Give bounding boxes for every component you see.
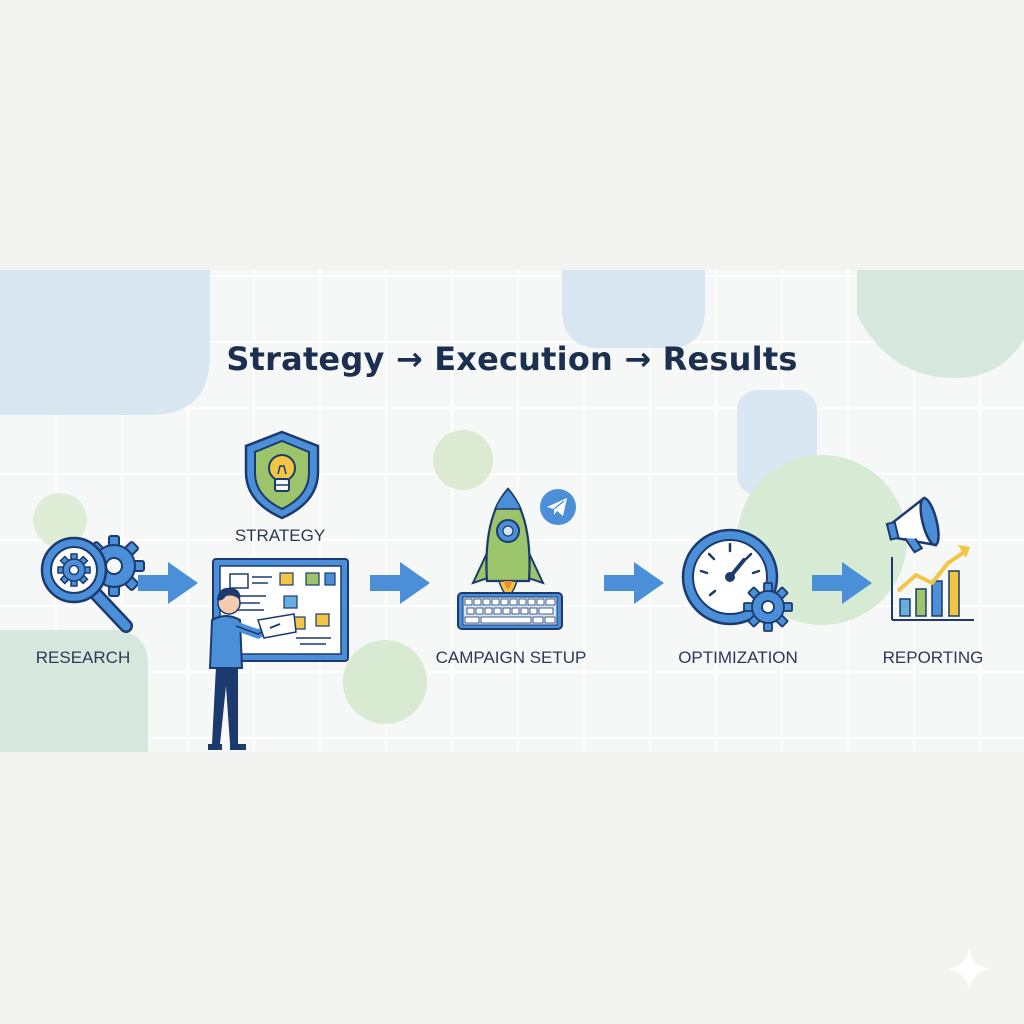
arrow-right-icon <box>812 562 872 604</box>
step-label-reporting: REPORTING <box>882 648 984 667</box>
step-label-strategy: STRATEGY <box>234 526 326 545</box>
diagram-title: Strategy → Execution → Results <box>226 340 798 378</box>
sparkle-icon <box>948 948 990 990</box>
shield-lightbulb-icon <box>244 430 320 520</box>
paper-plane-icon <box>540 489 576 525</box>
rocket-keyboard-icon <box>457 487 563 630</box>
step-label-research: RESEARCH <box>35 648 131 667</box>
step-label-optimization: OPTIMIZATION <box>678 648 798 667</box>
arrow-right-icon <box>138 562 198 604</box>
arrow-right-icon <box>604 562 664 604</box>
megaphone-chart-icon <box>885 496 974 621</box>
gauge-gear-icon <box>681 528 793 632</box>
step-label-campaign-setup: CAMPAIGN SETUP <box>435 648 587 667</box>
background-shapes <box>0 270 1024 752</box>
magnifier-gear-icon <box>40 535 145 633</box>
strategy-whiteboard-illustration <box>208 558 349 750</box>
arrow-right-icon <box>370 562 430 604</box>
